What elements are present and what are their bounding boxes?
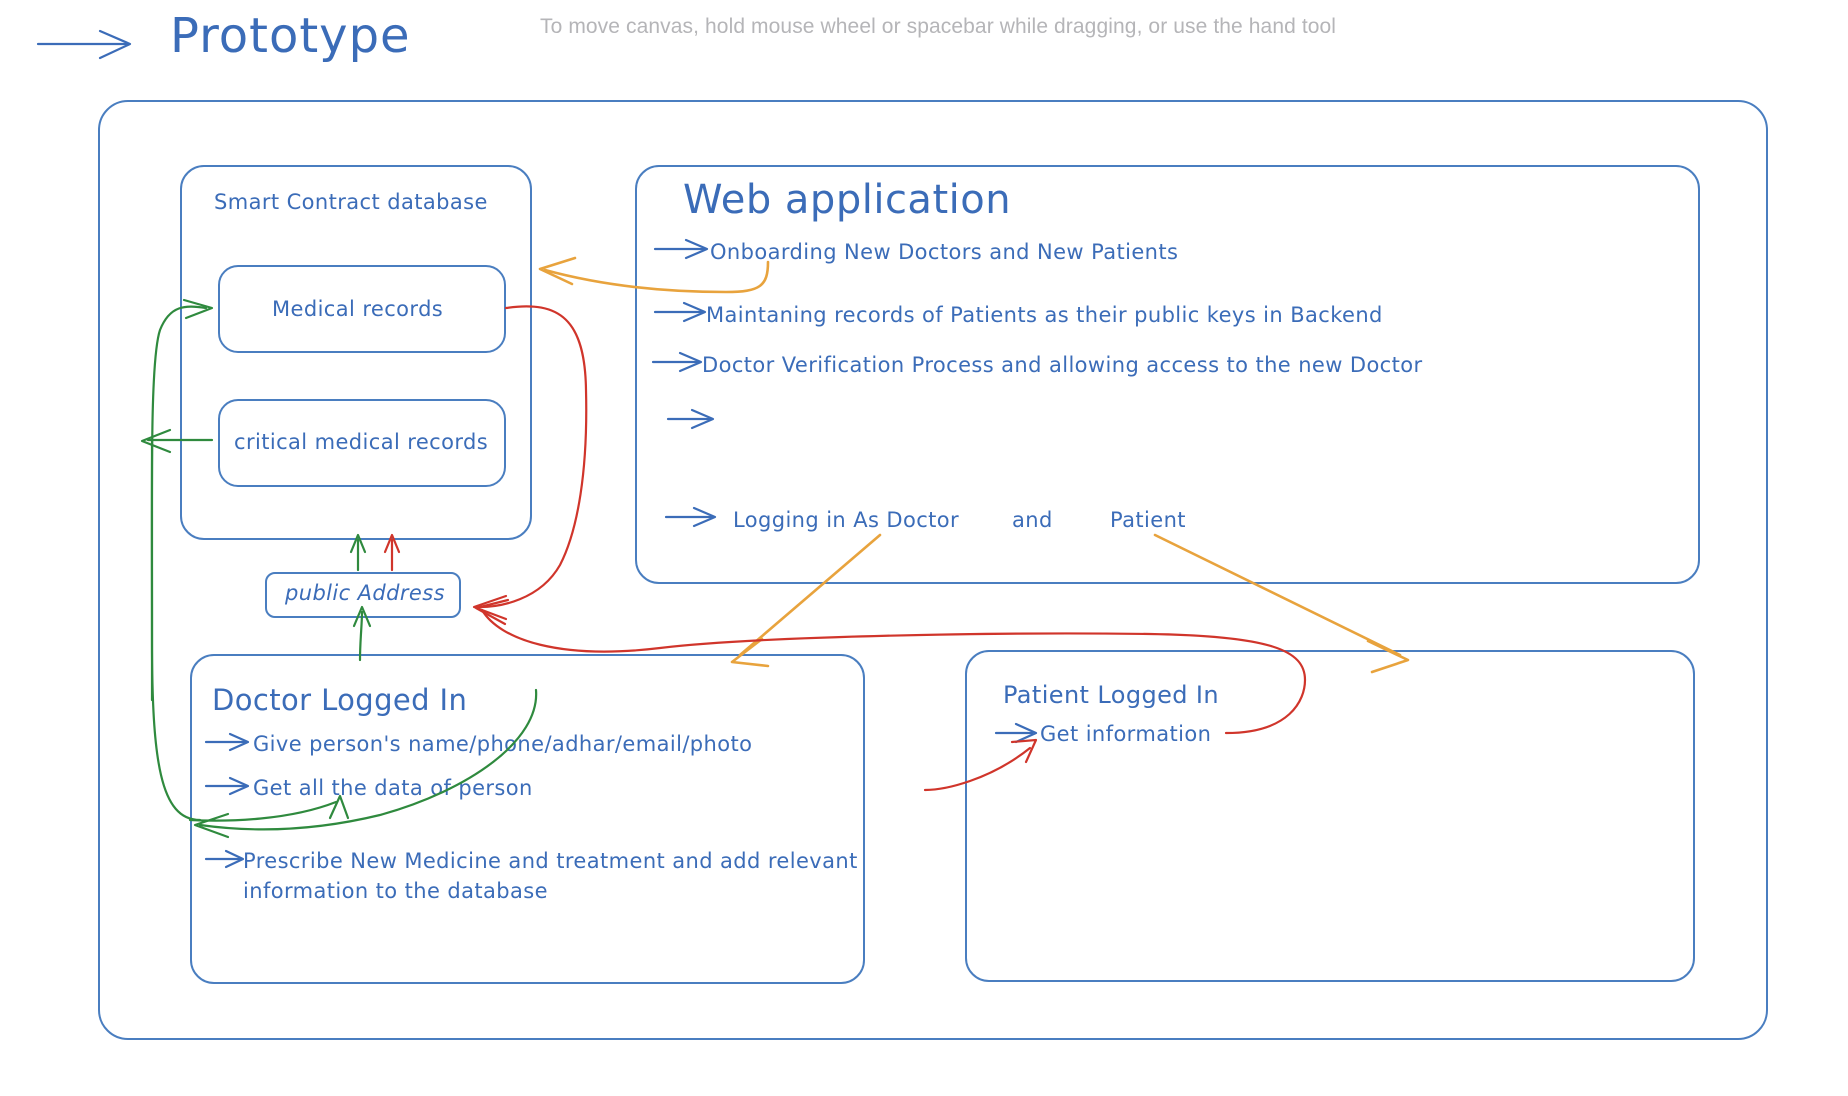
canvas-hint-text: To move canvas, hold mouse wheel or spac… xyxy=(540,15,1337,38)
doctor-bullet-3: Prescribe New Medicine and treatment and… xyxy=(243,849,858,873)
patient-logged-in-title: Patient Logged In xyxy=(1003,681,1220,709)
web-login-right: Patient xyxy=(1110,508,1186,532)
critical-medical-records-label: critical medical records xyxy=(234,430,489,454)
patient-bullet-1: Get information xyxy=(1040,722,1212,746)
web-login-conjunction: and xyxy=(1012,508,1053,532)
outer-frame[interactable] xyxy=(98,100,1768,1040)
web-bullet-1: Onboarding New Doctors and New Patients xyxy=(710,240,1179,264)
web-bullet-2: Maintaning records of Patients as their … xyxy=(706,303,1383,327)
public-address-label: public Address xyxy=(285,581,445,605)
web-application-title: Web application xyxy=(683,177,1012,223)
page-title: Prototype xyxy=(170,8,411,64)
smart-contract-title: Smart Contract database xyxy=(214,190,488,214)
web-bullet-3: Doctor Verification Process and allowing… xyxy=(702,353,1423,377)
doctor-bullet-1: Give person's name/phone/adhar/email/pho… xyxy=(253,732,753,756)
medical-records-label: Medical records xyxy=(272,297,444,321)
doctor-bullet-3-cont: information to the database xyxy=(243,879,548,903)
doctor-logged-in-title: Doctor Logged In xyxy=(212,683,468,717)
title-arrow-icon xyxy=(36,29,132,60)
web-login-left: Logging in As Doctor xyxy=(733,508,960,532)
doctor-bullet-2: Get all the data of person xyxy=(253,776,533,800)
